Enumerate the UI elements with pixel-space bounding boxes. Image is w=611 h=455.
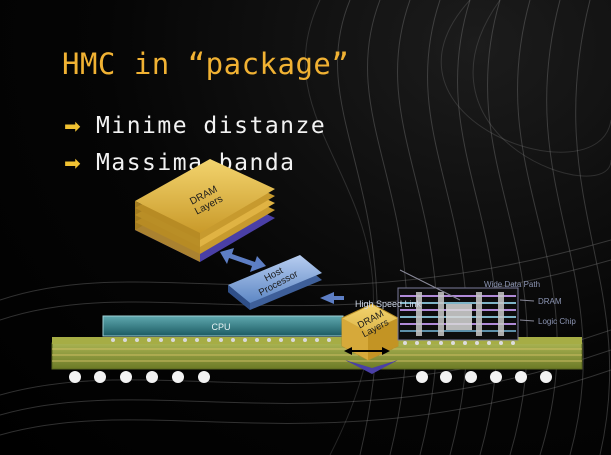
host-processor-chip: HostProcessor [228, 255, 322, 310]
dram-label: DRAM [538, 297, 562, 306]
hmc-cross-section [397, 269, 535, 345]
bullet-text: Minime distanze [96, 113, 327, 139]
arrow-right-icon: ➡ [64, 151, 83, 175]
cpu-label: CPU [211, 322, 230, 332]
wide-data-path-label: Wide Data Path [484, 280, 540, 289]
arrow-icon [320, 292, 344, 304]
hmc-dram-cube: DRAMLayers [341, 303, 399, 374]
arrow-right-icon: ➡ [64, 114, 83, 138]
high-speed-link-label: High Speed Link [355, 299, 422, 309]
double-arrow-icon [220, 248, 266, 272]
slide-title: HMC in “package” [62, 47, 350, 81]
logic-chip-label: Logic Chip [538, 317, 576, 326]
bullet-item: ➡ Minime distanze [64, 113, 326, 139]
dram-stack-standalone: DRAMLayers [135, 159, 275, 262]
solder-balls [69, 371, 552, 383]
link-arrow-icon [344, 347, 390, 355]
